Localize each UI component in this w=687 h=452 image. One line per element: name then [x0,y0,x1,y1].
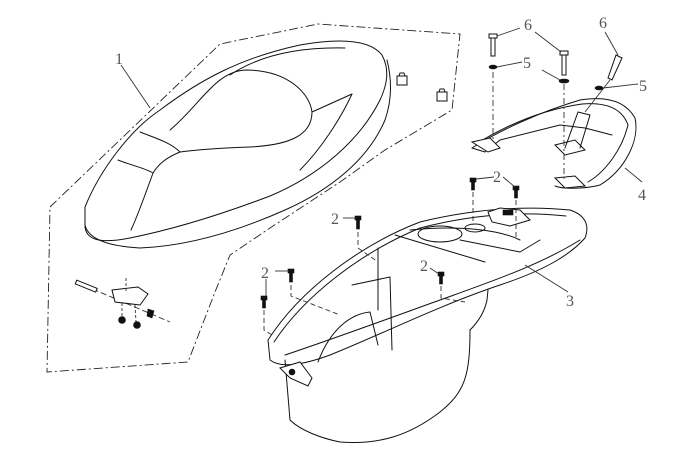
bolt [488,33,498,140]
seat-assembly-boundary [46,23,461,373]
callout-label: 1 [115,51,123,68]
washer [488,64,498,70]
bolt [469,177,477,225]
callout-2: 2 [331,211,356,228]
callout-label: 2 [420,258,428,275]
callout-6: 6 [496,17,562,53]
callout-label: 2 [493,169,501,186]
callout-label: 6 [599,15,607,32]
seat[interactable] [84,40,391,249]
callout-2: 2 [420,258,440,275]
bolt [287,268,341,316]
callout-label: 5 [639,78,647,95]
callout-label: 5 [523,55,531,72]
seat-hinge [74,278,171,329]
bolt [512,185,520,240]
seat-bumper [396,72,408,86]
callout-6: 6 [599,15,619,56]
bolt [584,54,623,113]
luggage-box[interactable] [267,207,588,443]
callout-label: 3 [566,293,574,310]
callout-label: 4 [638,187,646,204]
callout-5: 5 [541,69,647,95]
callout-2: 2 [261,265,289,296]
callout-5: 5 [496,55,531,72]
callout-label: 6 [524,17,532,34]
washer [594,85,604,91]
callout-4: 4 [624,167,646,204]
callout-1: 1 [115,51,151,109]
callout-2: 2 [475,169,516,188]
seat-bumper [436,88,448,102]
washer [558,78,570,84]
callout-label: 2 [261,265,269,282]
callout-label: 2 [331,211,339,228]
bolt [559,50,569,180]
callout-3: 3 [524,264,574,310]
bolt [437,271,466,303]
bolt [260,295,273,336]
rear-grab-rail[interactable] [470,98,637,189]
